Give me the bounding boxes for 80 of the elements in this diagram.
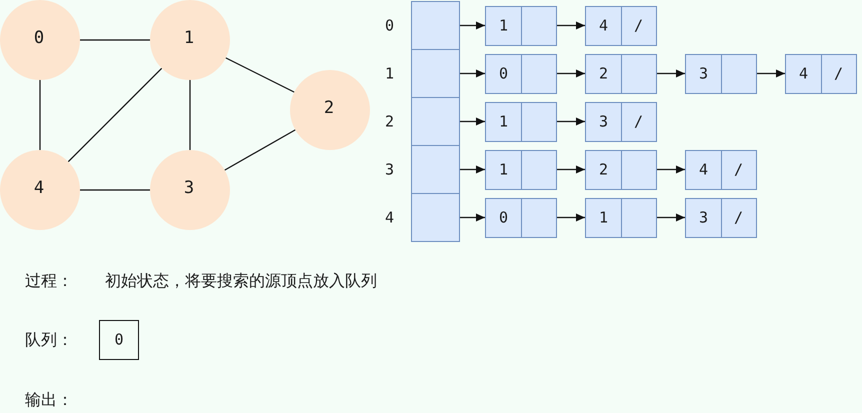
arrow bbox=[557, 118, 585, 126]
index-label: 2 bbox=[385, 112, 394, 130]
process-label: 过程： bbox=[25, 272, 73, 290]
vertex-circle bbox=[290, 70, 370, 150]
edge-line bbox=[68, 68, 162, 162]
vertex-label: 3 bbox=[184, 179, 194, 199]
index-label: 3 bbox=[385, 160, 394, 178]
arrow bbox=[657, 166, 685, 174]
edge-line bbox=[80, 189, 150, 191]
arrow bbox=[657, 70, 685, 78]
vertex-label: 1 bbox=[184, 29, 194, 49]
list-node bbox=[685, 54, 757, 94]
list-node bbox=[585, 6, 657, 46]
edge-line bbox=[39, 80, 41, 150]
list-node bbox=[485, 102, 557, 142]
list-node bbox=[585, 150, 657, 190]
list-node bbox=[585, 102, 657, 142]
list-node bbox=[685, 198, 757, 238]
arrow bbox=[460, 70, 485, 78]
arrow bbox=[460, 22, 485, 30]
edge-line bbox=[224, 129, 296, 171]
vertex-label: 0 bbox=[34, 29, 44, 49]
vertex-circle bbox=[150, 150, 230, 230]
node-value: 0 bbox=[498, 64, 508, 82]
node-value: 1 bbox=[498, 160, 508, 178]
edge-line bbox=[80, 39, 150, 41]
arrow bbox=[557, 22, 585, 30]
node-value: 4 bbox=[598, 16, 608, 34]
node-value: 3 bbox=[598, 112, 608, 130]
node-value: 3 bbox=[698, 64, 708, 82]
vertex-circle bbox=[150, 0, 230, 80]
arrow bbox=[460, 118, 485, 126]
index-label: 1 bbox=[385, 64, 394, 82]
vertex-label: 4 bbox=[34, 179, 44, 199]
node-value: 2 bbox=[598, 160, 608, 178]
null-pointer-mark: / bbox=[734, 208, 744, 226]
array-slot bbox=[411, 193, 460, 242]
array-slot bbox=[411, 97, 460, 146]
node-value: 1 bbox=[498, 16, 508, 34]
edge-line bbox=[189, 80, 191, 150]
array-slot bbox=[411, 1, 460, 50]
node-value: 1 bbox=[498, 112, 508, 130]
list-node bbox=[485, 6, 557, 46]
edge-line bbox=[226, 57, 294, 93]
vertex-circle bbox=[0, 150, 80, 230]
list-node bbox=[485, 198, 557, 238]
arrow bbox=[557, 70, 585, 78]
node-value: 3 bbox=[698, 208, 708, 226]
queue-label: 队列： bbox=[25, 330, 73, 350]
vertex-circle bbox=[0, 0, 80, 80]
node-value: 4 bbox=[798, 64, 808, 82]
null-pointer-mark: / bbox=[734, 160, 744, 178]
arrow bbox=[557, 166, 585, 174]
list-node bbox=[585, 198, 657, 238]
index-label: 4 bbox=[385, 208, 394, 226]
arrow bbox=[757, 70, 785, 78]
list-node bbox=[485, 54, 557, 94]
node-value: 2 bbox=[598, 64, 608, 82]
list-node bbox=[685, 150, 757, 190]
list-node bbox=[485, 150, 557, 190]
node-value: 1 bbox=[598, 208, 608, 226]
node-value: 0 bbox=[498, 208, 508, 226]
null-pointer-mark: / bbox=[634, 112, 644, 130]
arrow bbox=[557, 214, 585, 222]
array-slot bbox=[411, 49, 460, 98]
null-pointer-mark: / bbox=[634, 16, 644, 34]
output-label: 输出： bbox=[25, 390, 73, 410]
process-description: 初始状态，将要搜索的源顶点放入队列 bbox=[105, 272, 377, 290]
array-slot bbox=[411, 145, 460, 194]
arrow bbox=[460, 166, 485, 174]
queue-box bbox=[99, 320, 139, 360]
vertex-label: 2 bbox=[324, 99, 334, 119]
arrow bbox=[460, 214, 485, 222]
queue-item: 0 bbox=[114, 331, 124, 349]
list-node bbox=[785, 54, 857, 94]
list-node bbox=[585, 54, 657, 94]
node-value: 4 bbox=[698, 160, 708, 178]
null-pointer-mark: / bbox=[834, 64, 844, 82]
arrow bbox=[657, 214, 685, 222]
index-label: 0 bbox=[385, 16, 394, 34]
